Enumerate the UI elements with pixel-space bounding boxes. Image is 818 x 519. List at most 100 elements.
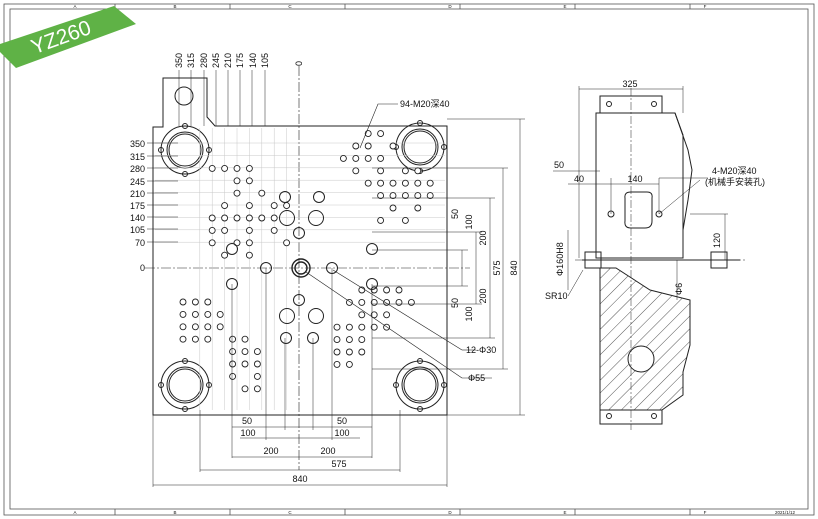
- m20-hole: [245, 239, 253, 247]
- frame-letter: E: [563, 4, 566, 9]
- frame-letter: D: [448, 510, 452, 515]
- frame-letter: F: [704, 510, 707, 515]
- dim-label: 120: [712, 233, 722, 248]
- m20-hole: [383, 286, 391, 294]
- m20-hole: [241, 360, 249, 368]
- top-ruler-leaders: [178, 70, 266, 126]
- m20-hole: [258, 189, 266, 197]
- side-bore: [627, 345, 655, 373]
- bottom-dimension-labels: 50 50 100 100 200 200 575 840: [240, 416, 349, 484]
- hole-grid-lines: [155, 128, 445, 410]
- m20-hole: [216, 323, 224, 331]
- m20-hole: [389, 179, 397, 187]
- bottom-dimensions: [152, 268, 448, 487]
- tie-bar-boss: [158, 123, 212, 177]
- dim-label: 50: [450, 298, 460, 308]
- m20-hole: [253, 385, 261, 393]
- m20-hole: [345, 323, 353, 331]
- sheet-frame: [3, 3, 815, 516]
- frame-letter: A: [73, 510, 76, 515]
- side-dimensions: [553, 86, 728, 300]
- m20-hole: [283, 239, 291, 247]
- m20-hole: [364, 154, 372, 162]
- m20-hole: [358, 311, 366, 319]
- m20-hole: [364, 179, 372, 187]
- m20-hole: [204, 310, 212, 318]
- side-dimension-labels: 325 50 40 140 4-M20深40 (机械手安装孔) 120 Φ6 Φ…: [545, 79, 765, 301]
- m20-hole: [221, 226, 229, 234]
- m20-hole: [377, 130, 385, 138]
- m20-hole: [358, 336, 366, 344]
- m20-hole: [370, 311, 378, 319]
- frame-letter: E: [563, 510, 566, 515]
- m20-hole: [414, 167, 422, 175]
- m20-hole: [245, 226, 253, 234]
- m20-hole: [270, 226, 278, 234]
- dim-label: 50: [242, 416, 252, 426]
- m20-hole: [204, 298, 212, 306]
- m20-hole: [345, 298, 353, 306]
- thread-callout: 94-M20深40: [359, 99, 450, 149]
- m20-hole: [245, 164, 253, 172]
- m20-hole: [414, 179, 422, 187]
- hole-note-small: 12-Φ30: [466, 345, 496, 355]
- m20-hole: [245, 177, 253, 185]
- m20-hole: [358, 298, 366, 306]
- dim-label: SR10: [545, 291, 568, 301]
- m20-hole: [204, 335, 212, 343]
- frame-letter: F: [704, 4, 707, 9]
- m20-hole: [407, 298, 415, 306]
- m20-hole: [221, 251, 229, 259]
- m20-hole: [377, 167, 385, 175]
- m20-hole: [383, 311, 391, 319]
- m20-hole: [358, 348, 366, 356]
- m20-hole: [395, 298, 403, 306]
- dim-label: Φ160H8: [555, 242, 565, 276]
- dim-label: 100: [464, 214, 474, 229]
- platen-outline: [152, 77, 448, 416]
- left-ruler-leaders: [147, 142, 178, 243]
- m20-hole: [229, 335, 237, 343]
- dim-label: 840: [292, 474, 307, 484]
- dim-label: 50: [554, 160, 564, 170]
- m20-hole: [179, 335, 187, 343]
- dim-label: 200: [478, 288, 488, 303]
- hole-note-center: Φ55: [468, 373, 485, 383]
- dim-label: Φ6: [674, 283, 684, 295]
- m20-hole: [377, 192, 385, 200]
- m20-hole: [377, 154, 385, 162]
- m20-hole: [395, 286, 403, 294]
- m20-hole: [333, 323, 341, 331]
- m20-hole: [370, 323, 378, 331]
- m20-hole: [179, 323, 187, 331]
- m20-hole: [401, 167, 409, 175]
- left-ruler-label: 210: [130, 189, 145, 199]
- m20-hole: [253, 348, 261, 356]
- dim-label: 840: [509, 260, 519, 275]
- m20-hole: [191, 335, 199, 343]
- left-ruler-label: 70: [135, 238, 145, 248]
- robot-note-line1: 4-M20深40: [712, 166, 757, 176]
- m20-hole: [339, 154, 347, 162]
- m20-hole: [352, 167, 360, 175]
- m20-hole: [333, 348, 341, 356]
- m20-hole: [191, 323, 199, 331]
- m20-hole: [233, 214, 241, 222]
- m20-hole: [414, 192, 422, 200]
- m20-hole: [191, 298, 199, 306]
- dim-label: 575: [331, 459, 346, 469]
- ejector-holes: [226, 191, 378, 344]
- m20-hole: [352, 142, 360, 150]
- m20-hole: [258, 214, 266, 222]
- m20-hole: [221, 164, 229, 172]
- m20-hole: [233, 189, 241, 197]
- m20-hole: [229, 348, 237, 356]
- dim-label: 575: [492, 260, 502, 275]
- m20-hole: [364, 142, 372, 150]
- m20-hole: [208, 226, 216, 234]
- m20-hole: [229, 360, 237, 368]
- m20-hole: [253, 360, 261, 368]
- left-ruler-label: 315: [130, 152, 145, 162]
- top-ruler-label: 280: [199, 53, 209, 68]
